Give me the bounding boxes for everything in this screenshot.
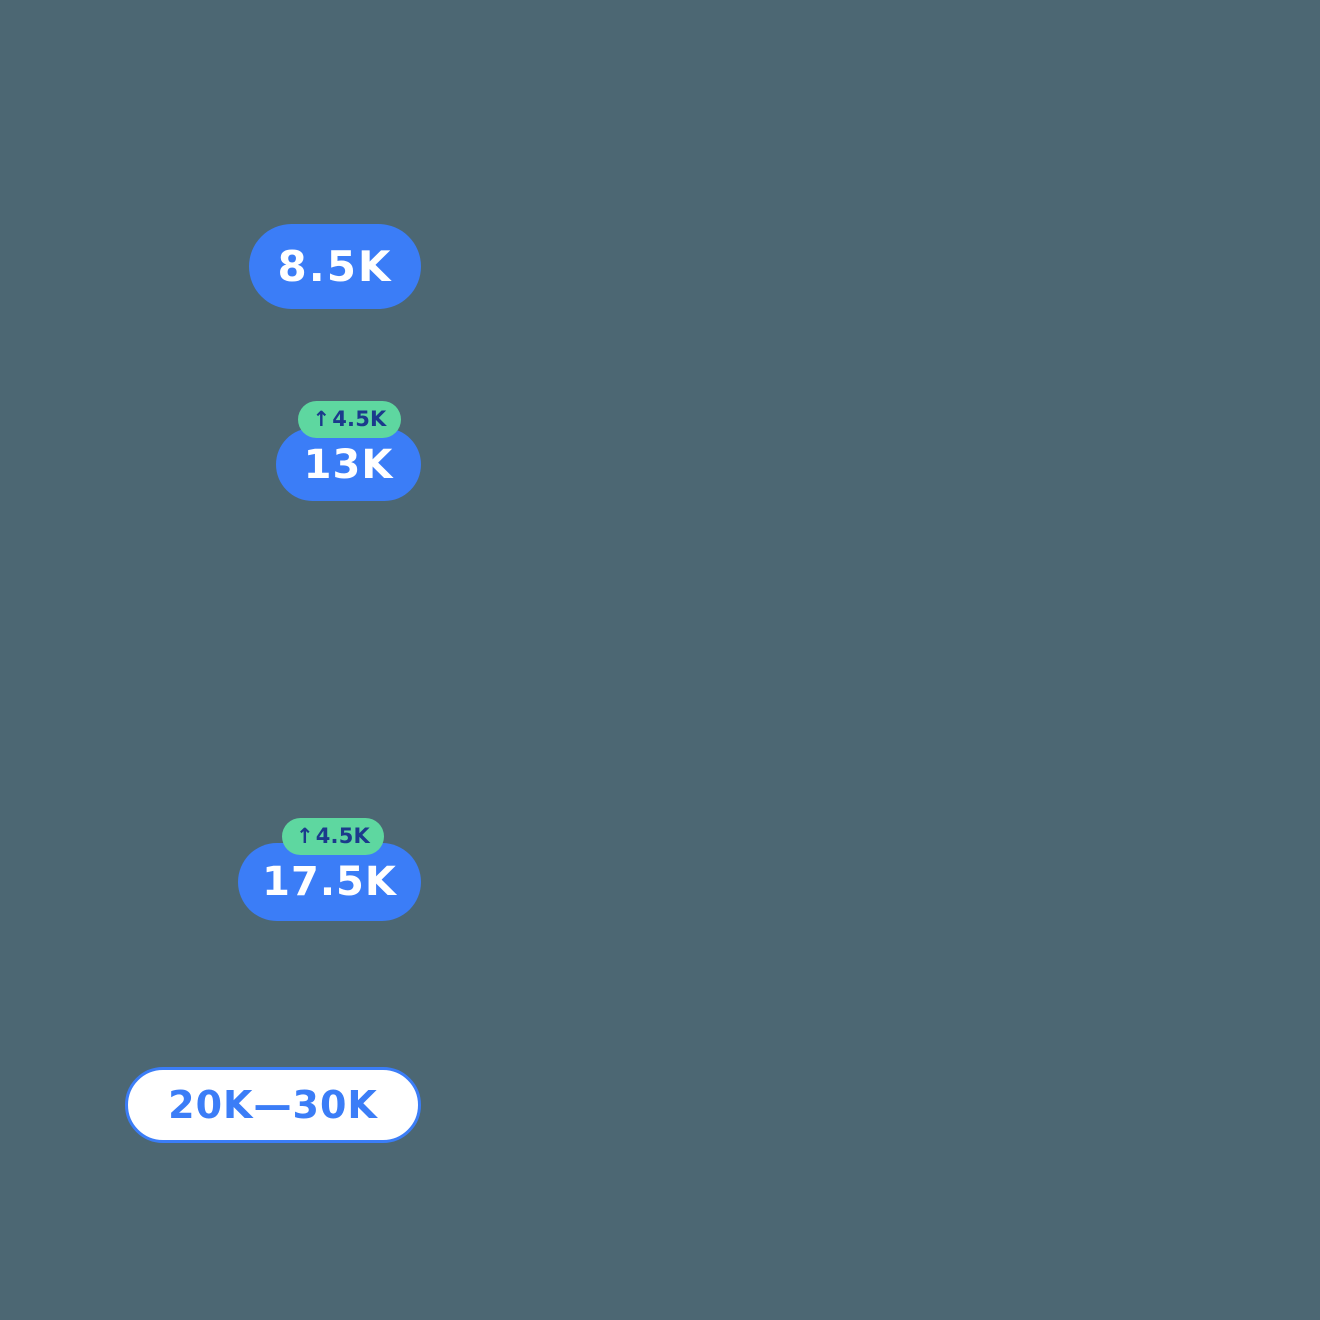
arrow-up-icon: ↑: [295, 824, 314, 848]
range-badge-20k-30k[interactable]: 20K—30K: [125, 1067, 421, 1143]
value-badge-13k[interactable]: 13K: [276, 428, 421, 501]
delta-chip-up-4-5k[interactable]: ↑ 4.5K: [282, 818, 384, 855]
value-badge-label: 8.5K: [277, 241, 393, 291]
value-badge-label: 13K: [303, 441, 394, 488]
delta-chip-label: 4.5K: [332, 407, 387, 431]
arrow-up-icon: ↑: [312, 407, 331, 431]
value-badge-8-5k[interactable]: 8.5K: [249, 224, 421, 309]
delta-chip-label: 4.5K: [315, 824, 371, 848]
range-badge-label: 20K—30K: [168, 1083, 378, 1127]
value-badge-label: 17.5K: [262, 859, 397, 905]
delta-chip-up-4-5k[interactable]: ↑ 4.5K: [298, 401, 401, 438]
value-badge-17-5k[interactable]: 17.5K: [238, 843, 421, 921]
